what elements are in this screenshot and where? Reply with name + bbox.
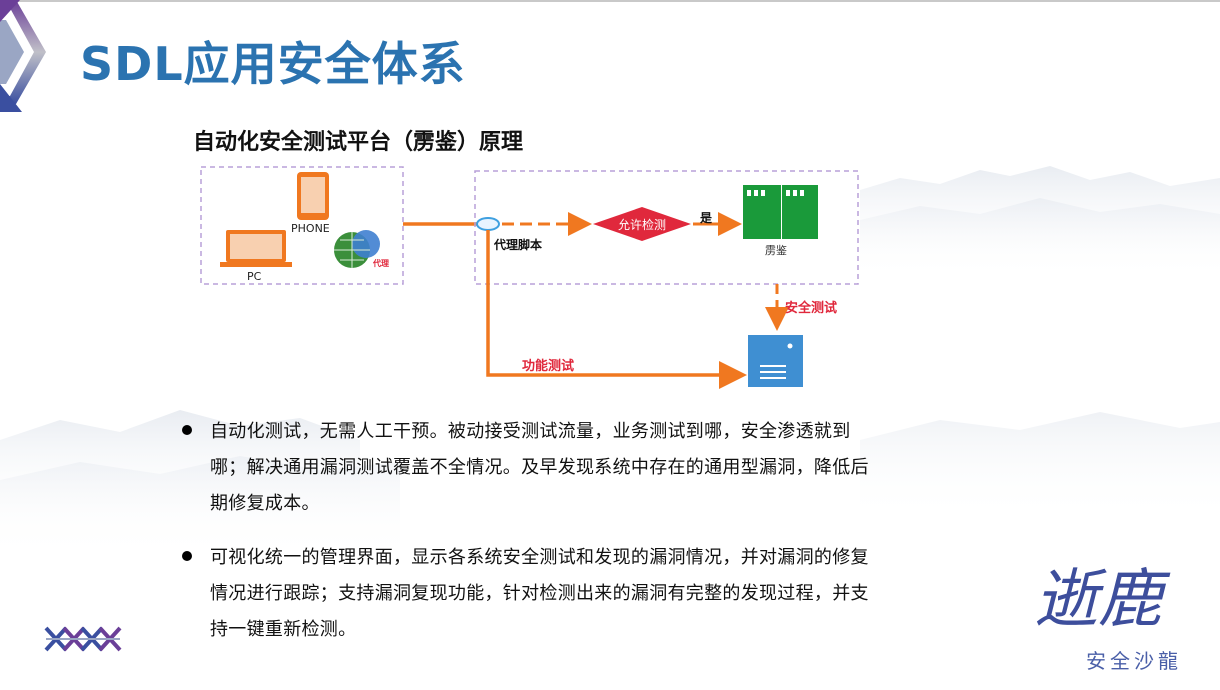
function-test-arrow <box>486 230 747 389</box>
yes-label: 是 <box>699 211 713 225</box>
client-group-box <box>200 166 404 285</box>
list-item-text: 可视化统一的管理界面，显示各系统安全测试和发现的漏洞情况，并对漏洞的修复情况进行… <box>210 547 869 640</box>
security-test-label: 安全测试 <box>785 300 837 316</box>
corner-chevron-logo <box>0 0 46 112</box>
server-label: 雳鉴 <box>765 244 787 257</box>
scanner-server-icon <box>743 185 818 239</box>
proxy-node-icon <box>476 217 500 231</box>
list-item-text: 自动化测试，无需人工干预。被动接受测试流量，业务测试到哪，安全渗透就到哪；解决通… <box>210 421 869 514</box>
globe-label: 代理 <box>372 258 389 268</box>
platform-group-box <box>474 170 859 285</box>
brand-tagline: 安全沙龍 <box>1086 649 1182 673</box>
feature-list: 自动化测试，无需人工干预。被动接受测试流量，业务测试到哪，安全渗透就到哪；解决通… <box>182 414 872 666</box>
proxy-label: 代理脚本 <box>493 237 542 252</box>
bullet-dot <box>182 425 192 435</box>
target-server-icon <box>748 335 803 387</box>
diagram-title: 自动化安全测试平台（雳鉴）原理 <box>193 130 524 155</box>
pc-label: PC <box>247 270 262 283</box>
slide-title: SDL应用安全体系 <box>80 37 466 91</box>
phone-label: PHONE <box>291 222 330 235</box>
function-test-label: 功能测试 <box>522 358 574 374</box>
architecture-diagram: PHONE PC 代理 代理脚本 允许检测 是 雳鉴 安全测试 <box>200 166 859 389</box>
decision-diamond <box>593 207 691 241</box>
list-item: 自动化测试，无需人工干预。被动接受测试流量，业务测试到哪，安全渗透就到哪；解决通… <box>182 414 872 522</box>
list-item: 可视化统一的管理界面，显示各系统安全测试和发现的漏洞情况，并对漏洞的修复情况进行… <box>182 540 872 648</box>
bullet-dot <box>182 551 192 561</box>
laptop-icon <box>220 230 292 267</box>
brand-logo: 逝鹿 <box>1034 563 1162 637</box>
globe-icon <box>334 230 380 268</box>
knot-ornament-logo <box>44 626 122 652</box>
decision-label: 允许检测 <box>618 217 666 232</box>
top-divider <box>0 0 1220 2</box>
phone-icon <box>297 172 329 220</box>
